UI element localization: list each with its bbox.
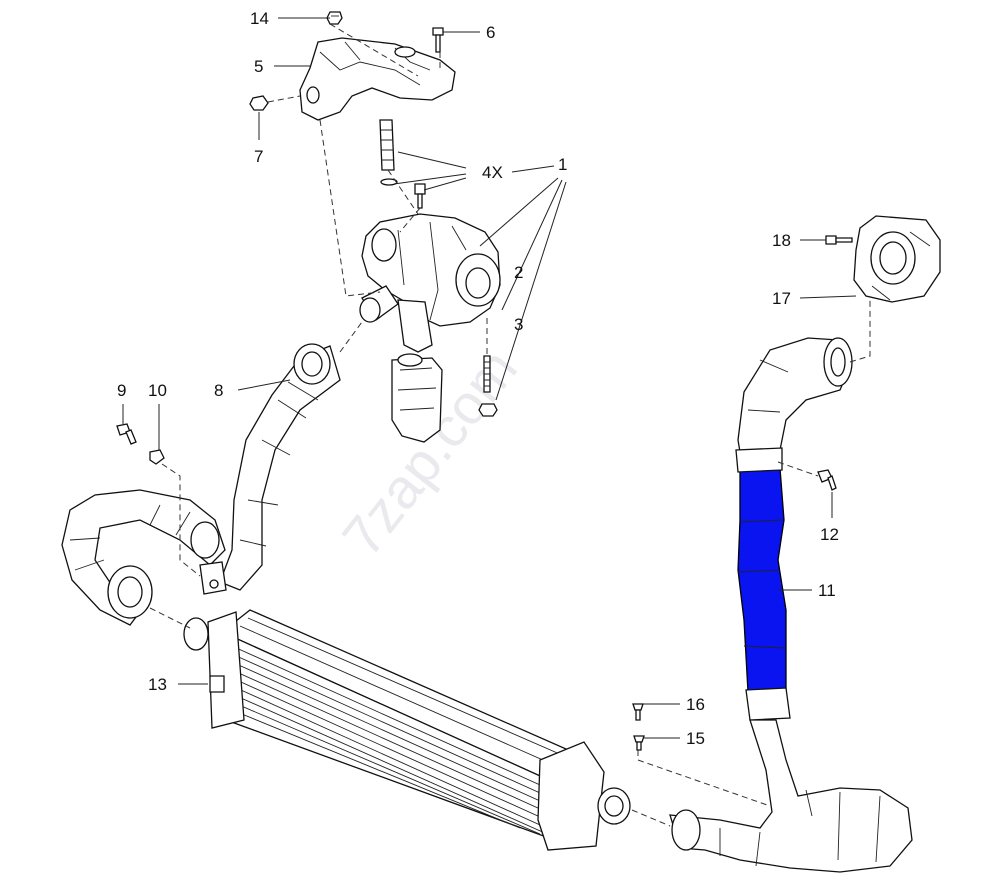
callout-14: 14	[250, 9, 269, 28]
callout-labels: 1 2 3 4X 5 6 7 8 9 10 11 12 13 14 15 16 …	[117, 9, 839, 748]
callout-4x: 4X	[482, 163, 503, 182]
callout-3: 3	[514, 315, 523, 334]
turbocharger-part[interactable]	[359, 213, 501, 443]
bolt-18-part[interactable]	[825, 235, 853, 245]
callout-10: 10	[148, 381, 167, 400]
outlet-hose-part[interactable]	[669, 719, 913, 873]
callout-1: 1	[558, 155, 567, 174]
callout-12: 12	[820, 525, 839, 544]
callout-15: 15	[686, 729, 705, 748]
bolt-6-part[interactable]	[432, 27, 444, 53]
nut-3-part[interactable]	[478, 403, 498, 417]
bracket-part[interactable]	[199, 561, 227, 595]
throttle-body-part[interactable]	[853, 215, 941, 303]
hose-11-part[interactable]	[737, 467, 791, 721]
callout-5: 5	[254, 57, 263, 76]
screw-15-part[interactable]	[633, 735, 645, 751]
inlet-hose-part[interactable]	[61, 489, 226, 626]
callout-8: 8	[214, 381, 223, 400]
bolt-9-part[interactable]	[116, 423, 137, 445]
callout-7: 7	[254, 147, 263, 166]
intercooler-part[interactable]	[183, 609, 631, 851]
callout-16: 16	[686, 695, 705, 714]
callout-17: 17	[772, 289, 791, 308]
callout-18: 18	[772, 231, 791, 250]
screw-16-part[interactable]	[632, 703, 644, 721]
callout-2: 2	[514, 263, 523, 282]
heat-shield-part[interactable]	[299, 37, 456, 121]
callout-6: 6	[486, 23, 495, 42]
hose-8-part[interactable]	[219, 343, 341, 591]
stud-4x-part[interactable]	[379, 119, 426, 209]
leader-lines	[122, 17, 857, 739]
bolt-12-part[interactable]	[817, 469, 837, 491]
intercooler-fins	[231, 617, 579, 839]
callout-13: 13	[148, 675, 167, 694]
nut-10-part[interactable]	[149, 449, 165, 465]
assembly-lines	[149, 23, 871, 827]
stud-2-part[interactable]	[483, 355, 491, 393]
nut-7-part[interactable]	[249, 95, 269, 111]
upper-hose-part[interactable]	[735, 337, 853, 473]
callout-11: 11	[818, 581, 836, 600]
callout-9: 9	[117, 381, 126, 400]
